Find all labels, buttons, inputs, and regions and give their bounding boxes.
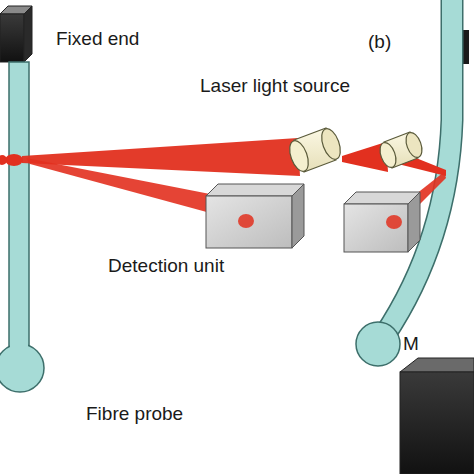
fixed-end-block [0,6,32,62]
part-label: Fibre probe [86,404,183,425]
part-label: Detection unit [108,256,224,277]
part-label: Laser light source [200,76,350,97]
part-label: M [403,334,419,355]
detection-unit-box [206,184,304,248]
frame-edge [463,30,469,64]
fibre [0,62,44,392]
part-label: (b) [368,32,391,53]
laser-source-b [377,130,425,169]
bent-fibre [356,0,452,366]
detection-unit-box-b [344,192,420,252]
laser-source [286,126,344,174]
part-label: Fixed end [56,29,139,50]
moving-block [400,358,474,474]
